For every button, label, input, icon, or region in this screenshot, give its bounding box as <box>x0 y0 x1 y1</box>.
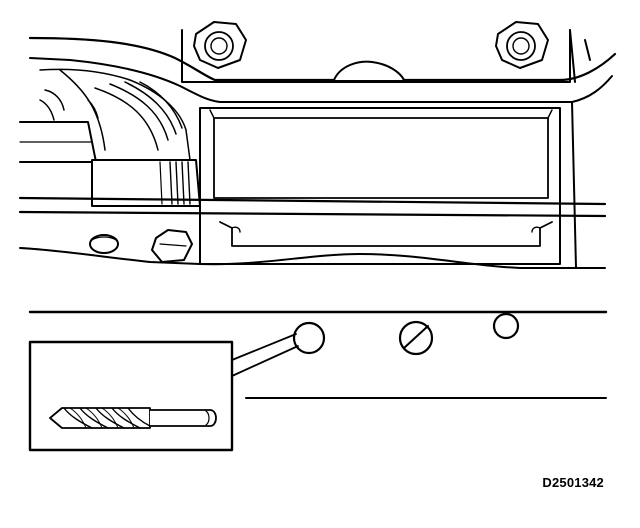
flange-outer-line <box>28 36 617 82</box>
drain-plug <box>89 234 119 254</box>
left-casting <box>39 68 191 161</box>
rail-window <box>199 107 561 265</box>
housing-block <box>181 29 571 83</box>
top-right-bolt <box>495 21 549 69</box>
casting-bottom-curve <box>19 247 606 269</box>
housing-right-edge <box>569 29 591 83</box>
lower-hex-bolt <box>151 229 193 263</box>
callout-leader-upper <box>231 333 297 361</box>
lower-rail-top <box>18 196 607 206</box>
engine-assembly <box>18 29 617 269</box>
tool-inset <box>28 340 234 452</box>
inset-frame <box>28 340 234 452</box>
oval-boss <box>333 60 405 81</box>
top-left-bolt <box>193 21 247 69</box>
plugged-hole <box>398 320 434 356</box>
flange-inner-line <box>29 57 613 103</box>
open-hole <box>492 312 520 340</box>
lower-rail-bottom <box>18 210 607 218</box>
callout-leader-lower <box>231 345 299 377</box>
target-hole <box>292 321 326 355</box>
plate <box>28 310 608 399</box>
drill-bit-icon <box>49 407 217 429</box>
figure-code-label: D2501342 <box>542 475 604 490</box>
